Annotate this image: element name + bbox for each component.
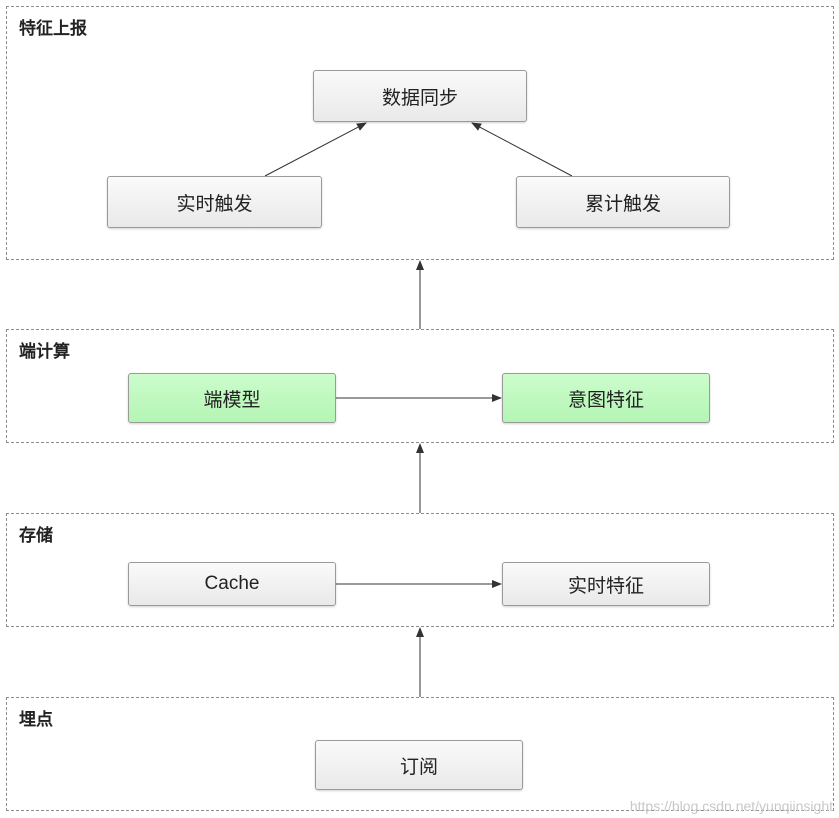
node-realtime-feature: 实时特征: [502, 562, 710, 606]
node-realtime-trigger: 实时触发: [107, 176, 322, 228]
node-edge-model: 端模型: [128, 373, 336, 423]
group-title-feature-report: 特征上报: [19, 19, 87, 39]
node-intent-feature: 意图特征: [502, 373, 710, 423]
node-cumulative-trigger: 累计触发: [516, 176, 730, 228]
group-tracking: 埋点: [6, 697, 834, 811]
group-title-storage: 存储: [19, 526, 53, 546]
group-feature-report: 特征上报: [6, 6, 834, 260]
node-data-sync: 数据同步: [313, 70, 527, 122]
watermark-text: https://blog.csdn.net/yunqiinsight: [629, 798, 833, 814]
node-subscribe: 订阅: [315, 740, 523, 790]
group-edge-compute: 端计算: [6, 329, 834, 443]
group-title-edge-compute: 端计算: [19, 342, 70, 362]
group-title-tracking: 埋点: [19, 710, 53, 730]
node-cache: Cache: [128, 562, 336, 606]
group-storage: 存储: [6, 513, 834, 627]
